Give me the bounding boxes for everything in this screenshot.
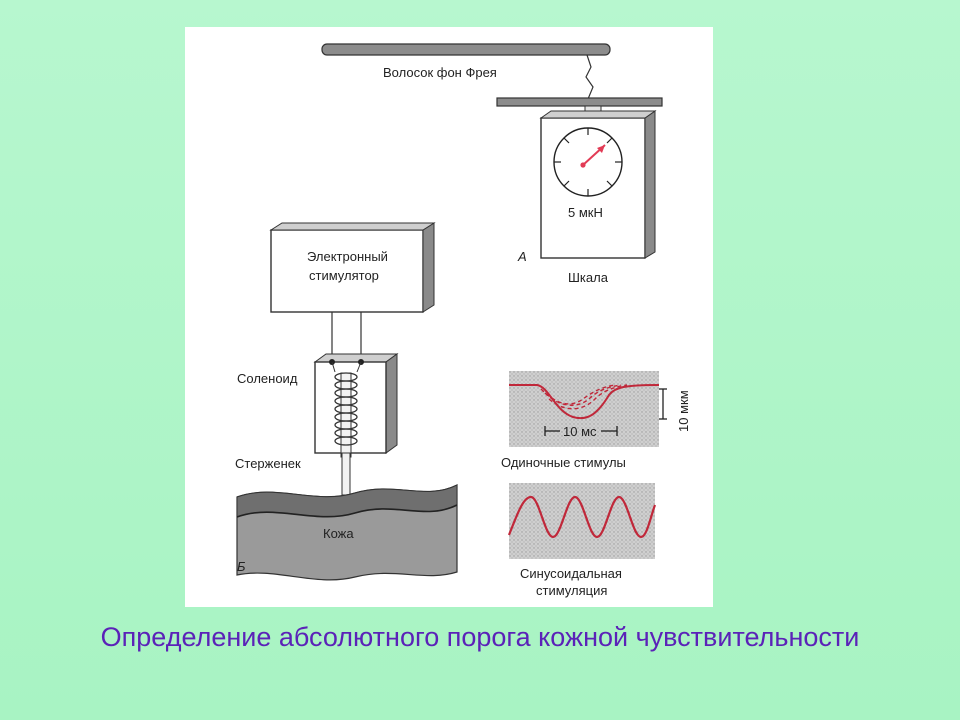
sine-trace [507, 495, 657, 539]
sine-label-line2: стимуляция [536, 583, 607, 598]
figure-panel: Волосок фон Фрея 5 мкН А Шкала Электронн… [185, 27, 713, 607]
single-stimuli-plot [509, 371, 667, 447]
skin-block [236, 484, 458, 581]
single-pulse-trace [509, 384, 660, 420]
von-frey-hair [321, 43, 611, 100]
slide-caption: Определение абсолютного порога кожной чу… [100, 622, 860, 652]
sinusoidal-plot [507, 483, 657, 559]
rod-label: Стерженек [235, 456, 301, 471]
electronic-stimulator [269, 222, 436, 313]
solenoid [313, 353, 399, 458]
pulse-duration: 10 мс [563, 424, 597, 439]
stimulator-line1: Электронный [307, 249, 388, 264]
stimulator-line2: стимулятор [309, 268, 379, 283]
single-stimuli-label: Одиночные стимулы [501, 455, 626, 470]
scale-device [496, 97, 663, 259]
figure-drawing: Волосок фон Фрея 5 мкН А Шкала Электронн… [235, 43, 691, 598]
sine-label-line1: Синусоидальная [520, 566, 622, 581]
pulse-amplitude: 10 мкм [676, 390, 691, 432]
panel-b-letter: Б [237, 559, 246, 574]
skin-label: Кожа [323, 526, 354, 541]
solenoid-label: Соленоид [237, 371, 298, 386]
panel-a-letter: А [517, 249, 527, 264]
gauge-value: 5 мкН [568, 205, 603, 220]
stimulator-rod [341, 452, 351, 496]
hair-label: Волосок фон Фрея [383, 65, 497, 80]
scale-label: Шкала [568, 270, 609, 285]
